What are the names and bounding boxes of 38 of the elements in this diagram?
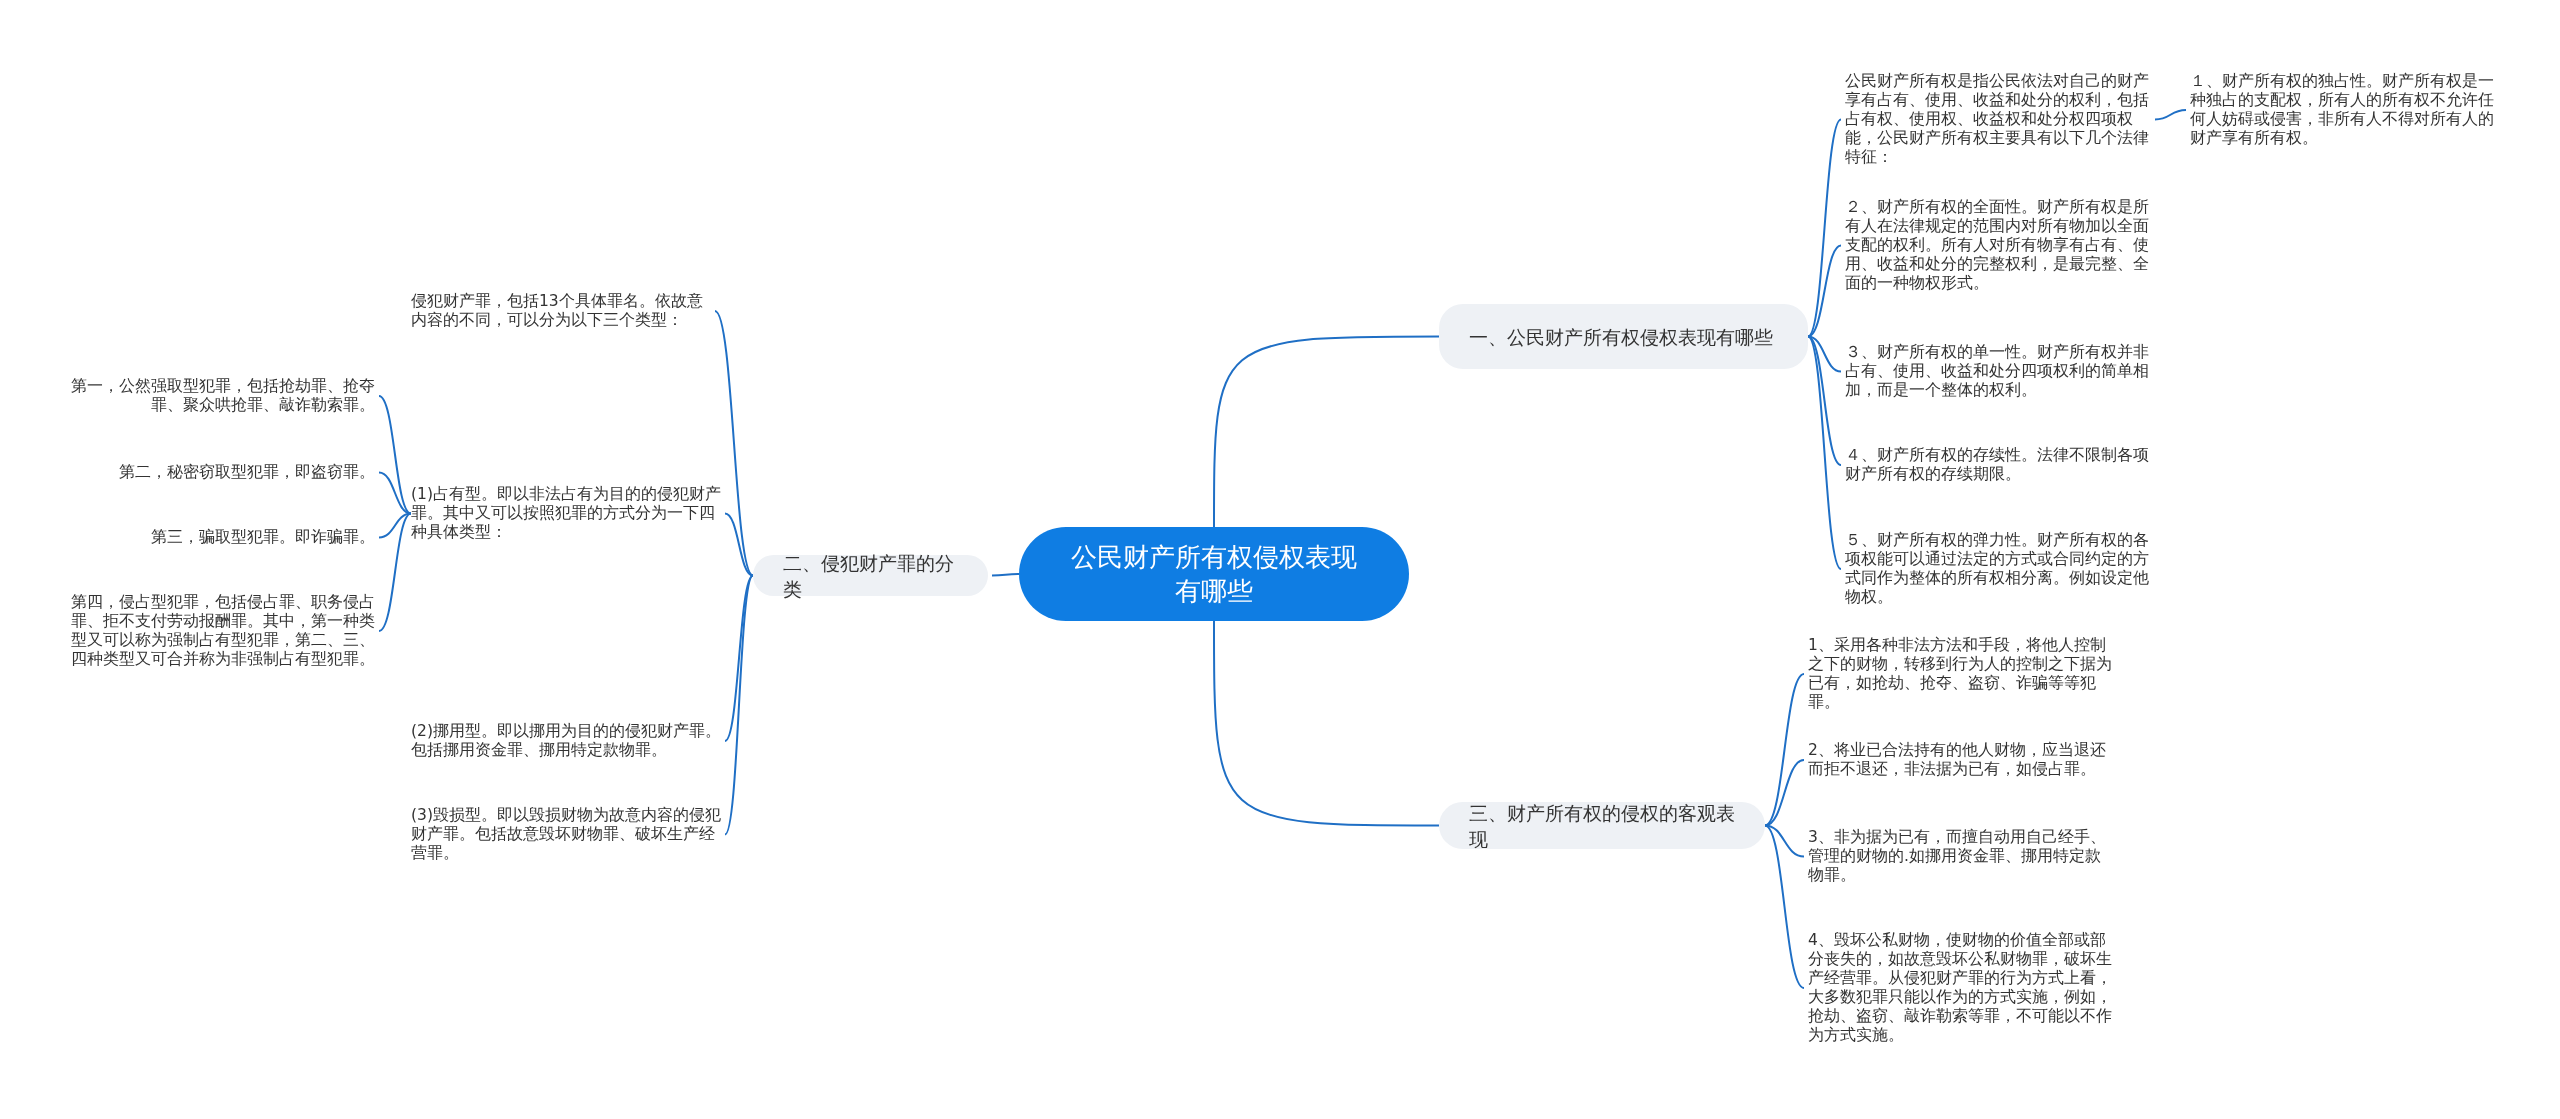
topic-text: (1)占有型。即以非法占有为目的的侵犯财产罪。其中又可以按照犯罪的方式分为一下四种具体类型： xyxy=(411,485,721,542)
topic-text: (2)挪用型。即以挪用为目的的侵犯财产罪。包括挪用资金罪、挪用特定款物罪。 xyxy=(411,722,721,760)
topic-text: 侵犯财产罪，包括13个具体罪名。依故意内容的不同，可以分为以下三个类型： xyxy=(411,292,711,330)
topic-text: (3)毁损型。即以毁损财物为故意内容的侵犯财产罪。包括故意毁坏财物罪、破坏生产经营罪。 xyxy=(411,806,721,863)
topic-text: ５、财产所有权的弹力性。财产所有权的各项权能可以通过法定的方式或合同约定的方式同作为整体的所有权相分离。例如设定他物权。 xyxy=(1845,531,2155,607)
connector-line xyxy=(1213,620,1440,827)
topic-text: １、财产所有权的独占性。财产所有权是一种独占的支配权，所有人的所有权不允许任何人妨碍或侵害，非所有人不得对所有人的财产享有所有权。 xyxy=(2190,72,2500,148)
connector-line xyxy=(1764,824,1805,989)
topic-text: 第四，侵占型犯罪，包括侵占罪、职务侵占罪、拒不支付劳动报酬罪。其中，第一种类型又可以称为强制占有型犯罪，第二、三、四种类型又可合并称为非强制占有型犯罪。 xyxy=(70,593,375,669)
topic-text: 第三，骗取型犯罪。即诈骗罪。 xyxy=(70,528,375,547)
connector-line xyxy=(2154,109,2187,121)
root-topic: 公民财产所有权侵权表现有哪些 xyxy=(1019,527,1409,621)
connector-line xyxy=(1807,118,1842,338)
connector-line xyxy=(378,512,412,632)
topic-text: 4、毁坏公私财物，使财物的价值全部或部分丧失的，如故意毁坏公私财物罪，破坏生产经营罪。从侵犯财产罪的行为方式上看，大多数犯罪只能以作为的方式实施，例如，抢劫、盗窃、敲诈勒索等罪，不可能以不作为方式实施。 xyxy=(1808,931,2113,1045)
connector-line xyxy=(724,574,754,836)
connector-line xyxy=(378,471,412,515)
connector-line xyxy=(1213,335,1440,528)
connector-line xyxy=(1807,244,1842,338)
topic-text: ３、财产所有权的单一性。财产所有权并非占有、使用、收益和处分四项权利的简单相加，而是一个整体的权利。 xyxy=(1845,343,2155,400)
topic-text: ２、财产所有权的全面性。财产所有权是所有人在法律规定的范围内对所有物加以全面支配的权利。所有人对所有物享有占有、使用、收益和处分的完整权利，是最完整、全面的一种物权形式。 xyxy=(1845,198,2155,293)
topic-text: 3、非为据为已有，而擅自动用自己经手、管理的财物的.如挪用资金罪、挪用特定款物罪。 xyxy=(1808,828,2113,885)
connector-line xyxy=(1807,335,1842,570)
connector-line xyxy=(724,512,754,577)
topic-text: 公民财产所有权是指公民依法对自己的财产享有占有、使用、收益和处分的权利，包括占有权、使用权、收益权和处分权四项权能，公民财产所有权主要具有以下几个法律特征： xyxy=(1845,72,2155,167)
connector-line xyxy=(724,574,754,742)
connector-line xyxy=(991,573,1020,577)
topic-text: 第二，秘密窃取型犯罪，即盗窃罪。 xyxy=(70,463,375,482)
connector-line xyxy=(1764,759,1805,827)
topic-text: ４、财产所有权的存续性。法律不限制各项财产所有权的存续期限。 xyxy=(1845,446,2155,484)
branch-topic: 一、公民财产所有权侵权表现有哪些 xyxy=(1439,304,1808,369)
connector-line xyxy=(1764,673,1805,827)
connector-line xyxy=(378,395,412,515)
topic-text: 第一，公然强取型犯罪，包括抢劫罪、抢夺罪、聚众哄抢罪、敲诈勒索罪。 xyxy=(70,377,375,415)
topic-text: 2、将业已合法持有的他人财物，应当退还而拒不退还，非法据为已有，如侵占罪。 xyxy=(1808,741,2113,779)
connector-line xyxy=(1807,335,1842,466)
topic-text: 1、采用各种非法方法和手段，将他人控制之下的财物，转移到行为人的控制之下据为已有，如抢劫、抢夺、盗窃、诈骗等等犯罪。 xyxy=(1808,636,2113,712)
branch-topic: 三、财产所有权的侵权的客观表现 xyxy=(1439,802,1765,849)
